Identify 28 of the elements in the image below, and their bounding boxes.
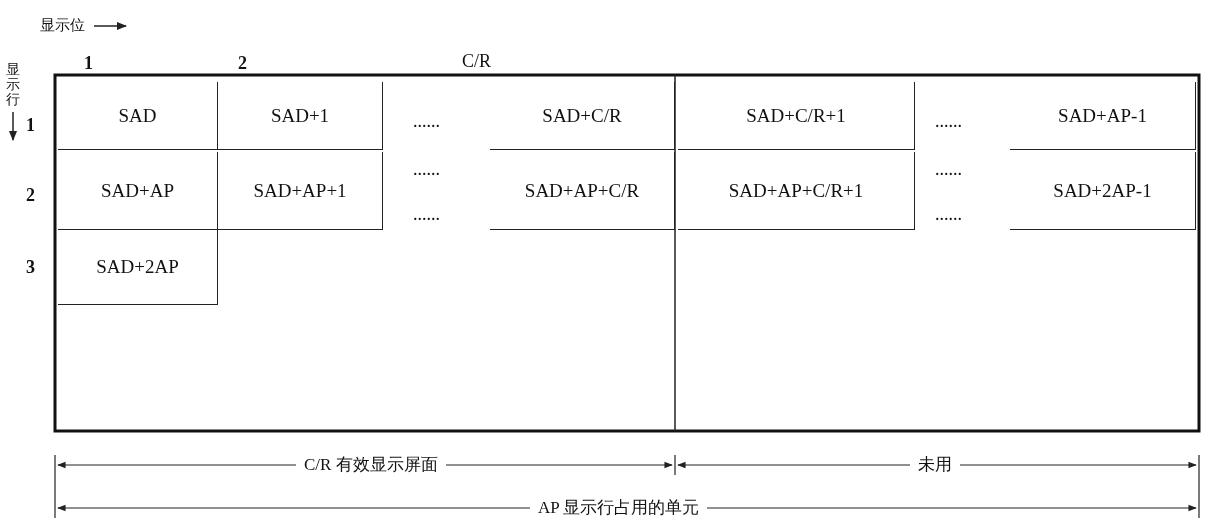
dimension-label: AP 显示行占用的单元 [530,499,708,516]
memory-cell: SAD+AP-1 [1010,82,1196,150]
ellipsis: ...... [935,160,962,178]
memory-cell: SAD+AP [58,152,218,230]
column-header: C/R [462,52,491,70]
ellipsis: ...... [413,112,440,130]
column-number: 2 [238,54,247,72]
ellipsis: ...... [413,205,440,223]
memory-cell: SAD+AP+C/R [490,152,675,230]
dimension-label: C/R 有效显示屏面 [296,456,446,473]
axis-label: 显示行 [6,62,21,107]
row-number: 3 [26,258,35,276]
ellipsis: ...... [935,112,962,130]
memory-cell: SAD+C/R [490,82,675,150]
memory-cell: SAD+AP+1 [218,152,383,230]
column-number: 1 [84,54,93,72]
ellipsis: ...... [935,205,962,223]
memory-cell: SAD [58,82,218,150]
memory-cell: SAD+AP+C/R+1 [678,152,915,230]
memory-cell: SAD+C/R+1 [678,82,915,150]
ellipsis: ...... [413,160,440,178]
row-number: 2 [26,186,35,204]
axis-label: 显示位 [40,18,85,33]
memory-cell: SAD+2AP [58,230,218,305]
dimension-label: 未用 [910,456,960,473]
row-number: 1 [26,116,35,134]
memory-cell: SAD+2AP-1 [1010,152,1196,230]
memory-cell: SAD+1 [218,82,383,150]
